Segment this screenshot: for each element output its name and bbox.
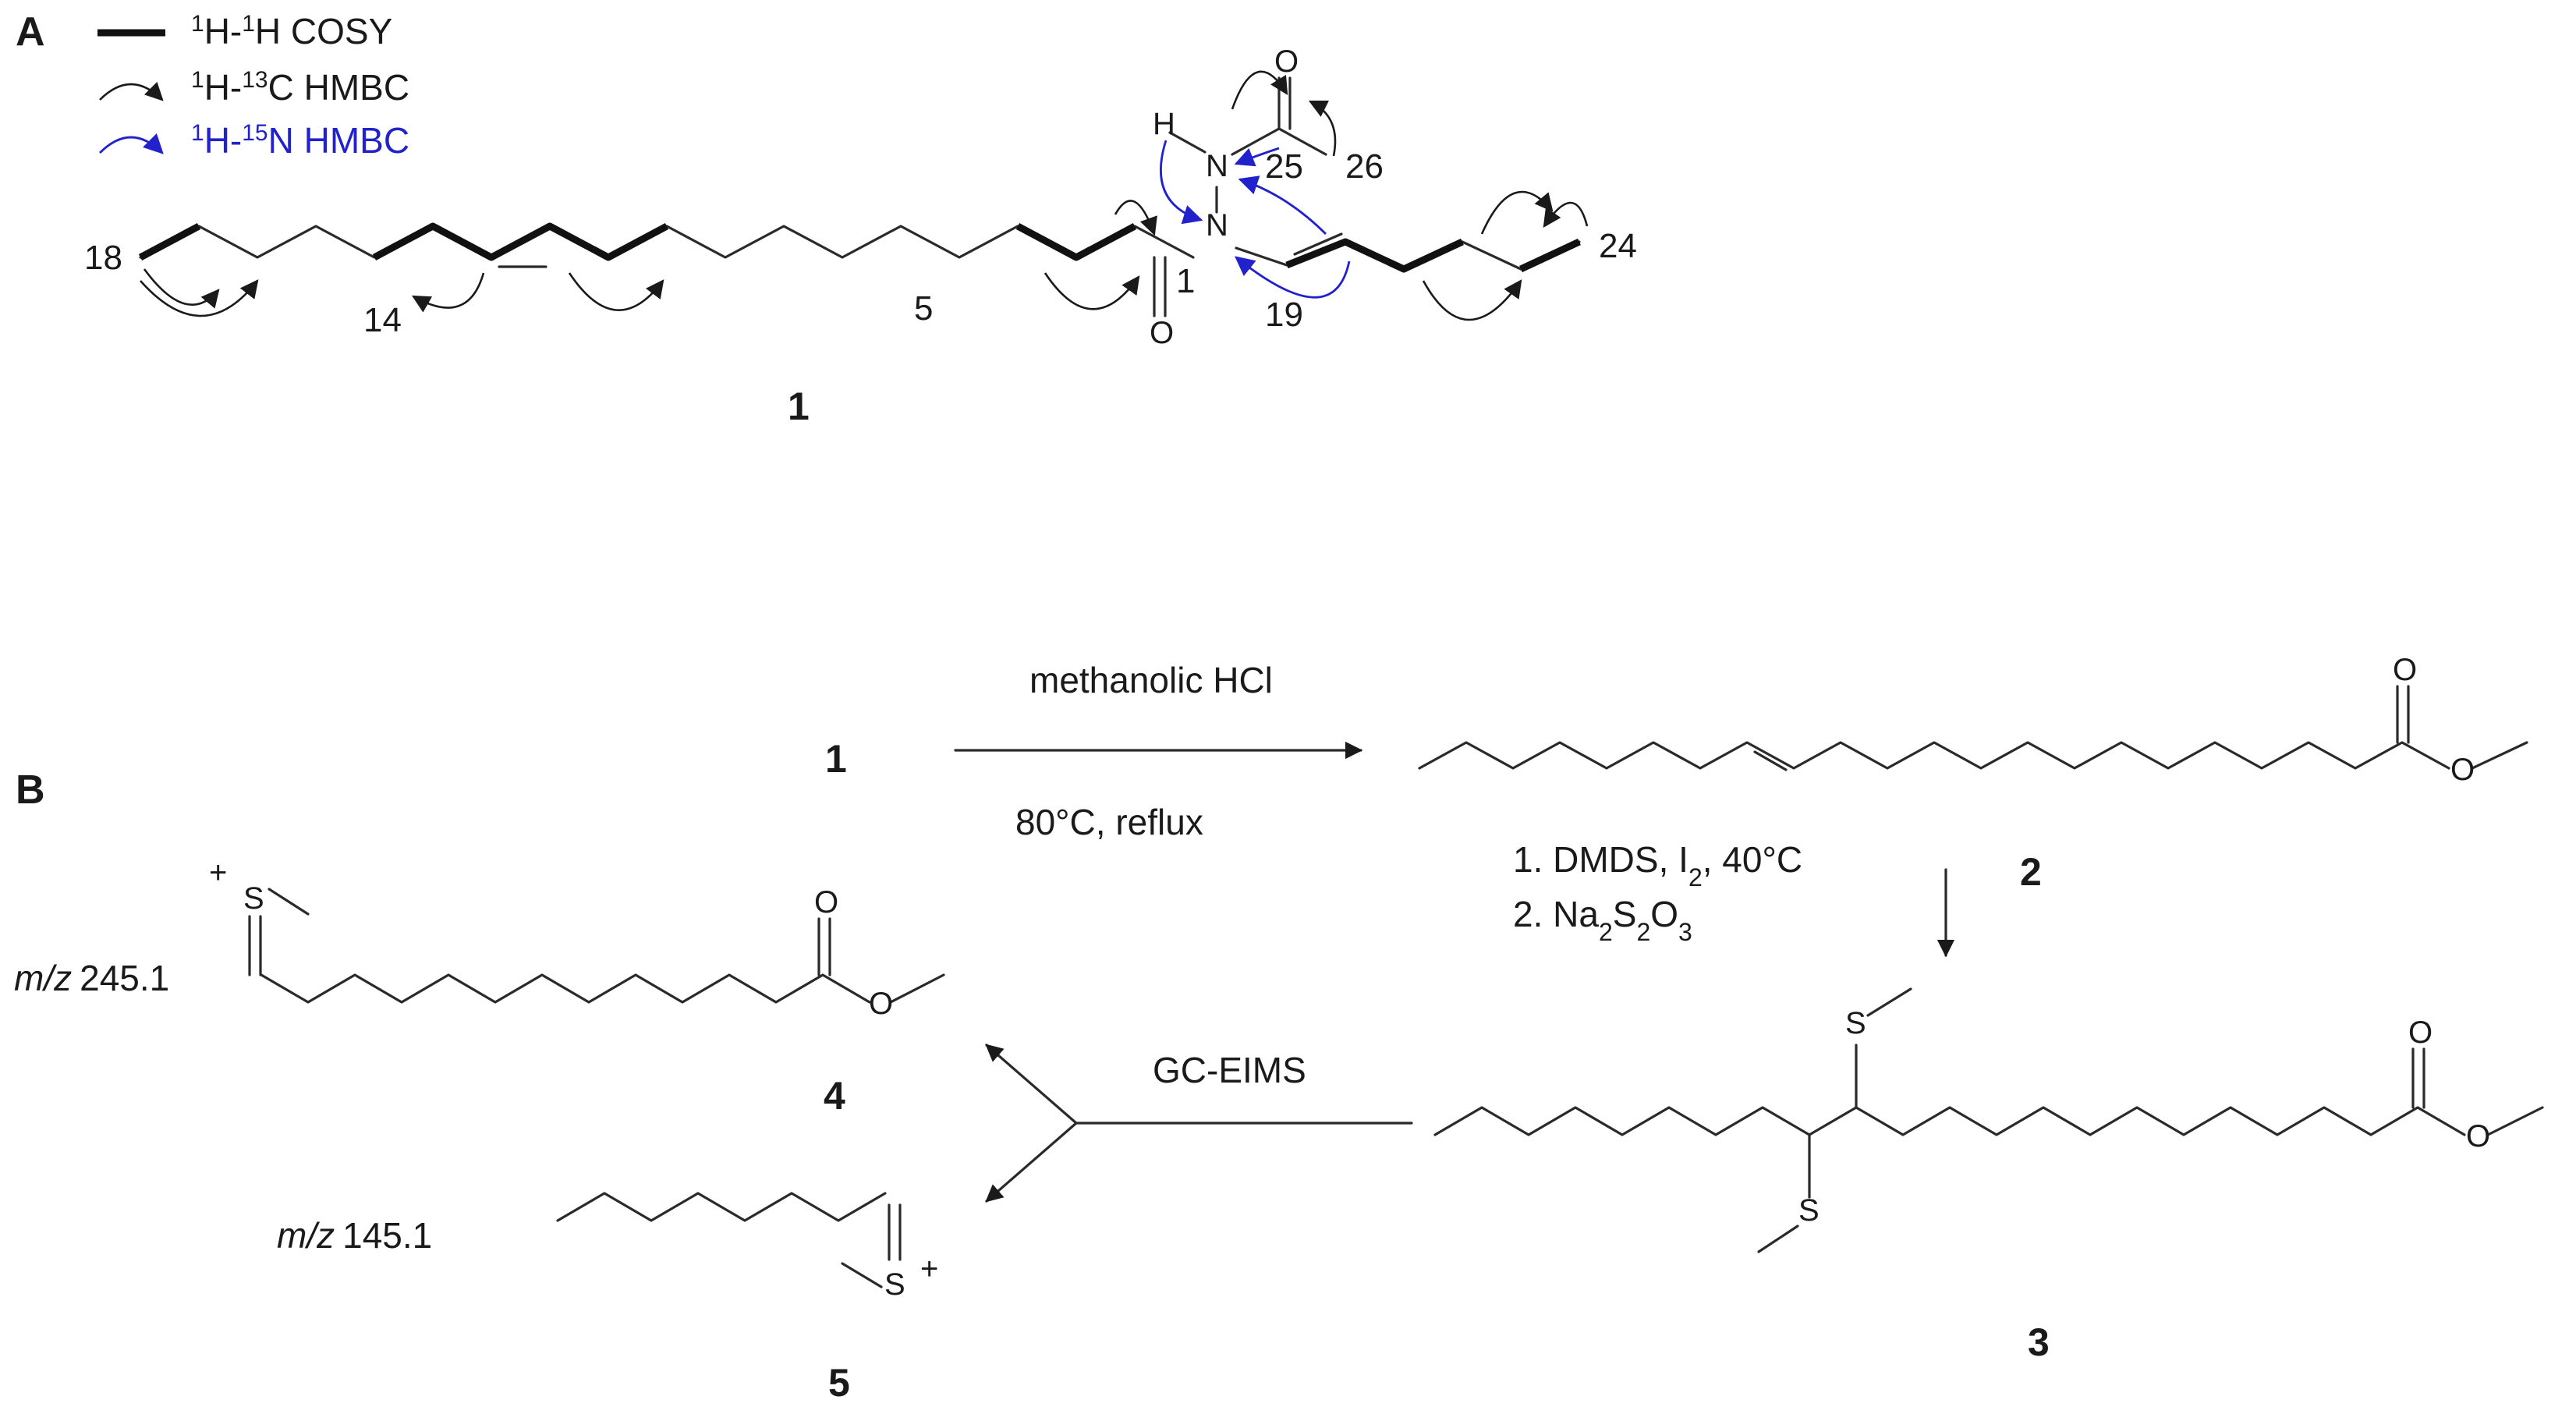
panel-label-b: B bbox=[16, 767, 45, 813]
legend-cosy-label: 1H-1H COSY bbox=[191, 11, 392, 52]
panel-label-a: A bbox=[16, 9, 45, 55]
hmbc-arrow-h18-c16 bbox=[140, 279, 259, 317]
hmbc-arrow-h15-c13 bbox=[411, 272, 485, 313]
compound-3-structure: S S O O bbox=[1433, 987, 2544, 1253]
trans-double-bond bbox=[1293, 232, 1343, 256]
hmbc-arrow-h2-c1 bbox=[1114, 200, 1157, 236]
cosy-c23-c24 bbox=[1519, 238, 1581, 273]
compound-4-o-carbonyl: O bbox=[814, 885, 838, 920]
compound-3-ome bbox=[2486, 1106, 2544, 1136]
compound-5-structure: S + bbox=[556, 1192, 938, 1302]
compound-2-structure: O O bbox=[1418, 653, 2528, 787]
compound-1-structure: N N H O O 18 14 5 1 19 25 26 24 bbox=[84, 44, 1637, 350]
cosy-c14-c10 bbox=[372, 222, 669, 261]
compound-3-o-ester: O bbox=[2466, 1119, 2490, 1154]
compound-2-cis-bond bbox=[1753, 750, 1788, 771]
compound-4-structure: S + O O bbox=[209, 856, 945, 1021]
hmbc-arrow-h3-c1 bbox=[1044, 272, 1140, 310]
condition-gc-eims: GC-EIMS bbox=[1153, 1050, 1306, 1090]
compound-3-sme-bottom bbox=[1757, 1224, 1799, 1253]
compound-2-label: 2 bbox=[2020, 850, 2042, 894]
compound-2-o-ester: O bbox=[2450, 753, 2475, 787]
cosy-c18-c17 bbox=[138, 223, 201, 260]
compound-3-o-carbonyl: O bbox=[2408, 1015, 2432, 1050]
compound-5-sme bbox=[841, 1262, 883, 1288]
n15-hmbc-arrow-h20-n2 bbox=[1238, 175, 1327, 235]
compound-3-s-top: S bbox=[1845, 1006, 1866, 1040]
compound-4-plus: + bbox=[209, 856, 227, 890]
compound-2-ome bbox=[2471, 741, 2528, 770]
fragment-arrow-to-4 bbox=[985, 1044, 1078, 1125]
fragment-arrow-to-5 bbox=[985, 1122, 1078, 1203]
nh-h-label: H bbox=[1153, 107, 1175, 141]
legend-hn-hmbc-arrow bbox=[99, 133, 164, 154]
atom-number-1: 1 bbox=[1176, 262, 1195, 300]
nh-bond bbox=[1168, 131, 1207, 154]
compound-3-chain bbox=[1433, 1106, 2466, 1136]
n1-label: N bbox=[1206, 208, 1228, 243]
fatty-chain-bonds bbox=[139, 225, 1195, 259]
condition-dmds: 1. DMDS, I2, 40°C bbox=[1513, 839, 1802, 891]
cosy-c19-c22 bbox=[1285, 238, 1464, 273]
compound-1-label-b: 1 bbox=[825, 737, 847, 781]
atom-number-14: 14 bbox=[363, 301, 402, 339]
legend: 1H-1H COSY 1H-13C HMBC 1H-15N HMBC bbox=[97, 11, 409, 161]
legend-hn-hmbc-label: 1H-15N HMBC bbox=[191, 120, 409, 161]
compound-4-s: S bbox=[243, 881, 264, 916]
condition-reflux: 80°C, reflux bbox=[1015, 802, 1203, 842]
compound-4-o-ester: O bbox=[869, 987, 893, 1021]
condition-methanolic-hcl: methanolic HCl bbox=[1029, 660, 1273, 700]
compound-1-label-a: 1 bbox=[788, 385, 810, 428]
hmbc-arrow-h26-c25 bbox=[1308, 100, 1337, 157]
compound-4-ome bbox=[889, 973, 945, 1004]
compound-4-label: 4 bbox=[824, 1074, 845, 1118]
atom-number-19: 19 bbox=[1265, 296, 1303, 334]
compound-5-plus: + bbox=[920, 1252, 938, 1286]
compound-5-label: 5 bbox=[828, 1361, 850, 1405]
cosy-c4-c2 bbox=[1015, 223, 1137, 261]
legend-hc-hmbc-arrow bbox=[99, 81, 164, 101]
hmbc-arrow-h12-c10 bbox=[568, 272, 664, 311]
compound-2-chain bbox=[1418, 741, 2450, 770]
atom-number-26: 26 bbox=[1345, 147, 1384, 186]
atom-number-25: 25 bbox=[1265, 147, 1303, 186]
n15-hmbc-arrow-h20-n1 bbox=[1235, 256, 1351, 299]
hmbc-arrow-nh-c25 bbox=[1231, 70, 1288, 110]
hmbc-arrow-h21-c23 bbox=[1422, 279, 1522, 321]
compound-3-label: 3 bbox=[2028, 1320, 2050, 1364]
compound-5-chain bbox=[556, 1192, 887, 1222]
hmbc-arrow-h24-c23 bbox=[1543, 201, 1589, 228]
atom-number-5: 5 bbox=[914, 289, 933, 328]
compound-3-sme-top bbox=[1866, 987, 1912, 1017]
compound-4-chain bbox=[260, 973, 871, 1004]
n15-hmbc-arrow-nh-n1 bbox=[1160, 140, 1203, 225]
compound-2-o-carbonyl: O bbox=[2393, 653, 2417, 687]
o1-label: O bbox=[1150, 316, 1174, 350]
hmbc-arrow-h18 bbox=[143, 268, 220, 309]
n2-label: N bbox=[1206, 149, 1228, 183]
condition-thiosulfate: 2. Na2S2O3 bbox=[1513, 894, 1692, 946]
compound-4-sme bbox=[268, 888, 310, 916]
hmbc-arrow-h22-c24 bbox=[1480, 190, 1554, 235]
atom-number-18: 18 bbox=[84, 239, 122, 277]
n15-hmbc-arrow-h26-n2 bbox=[1234, 147, 1280, 167]
compound-5-s: S bbox=[884, 1267, 905, 1302]
legend-hc-hmbc-label: 1H-13C HMBC bbox=[191, 67, 409, 108]
o25-label: O bbox=[1274, 44, 1299, 79]
compound-3-s-bottom: S bbox=[1798, 1193, 1819, 1228]
atom-number-24: 24 bbox=[1599, 227, 1637, 265]
